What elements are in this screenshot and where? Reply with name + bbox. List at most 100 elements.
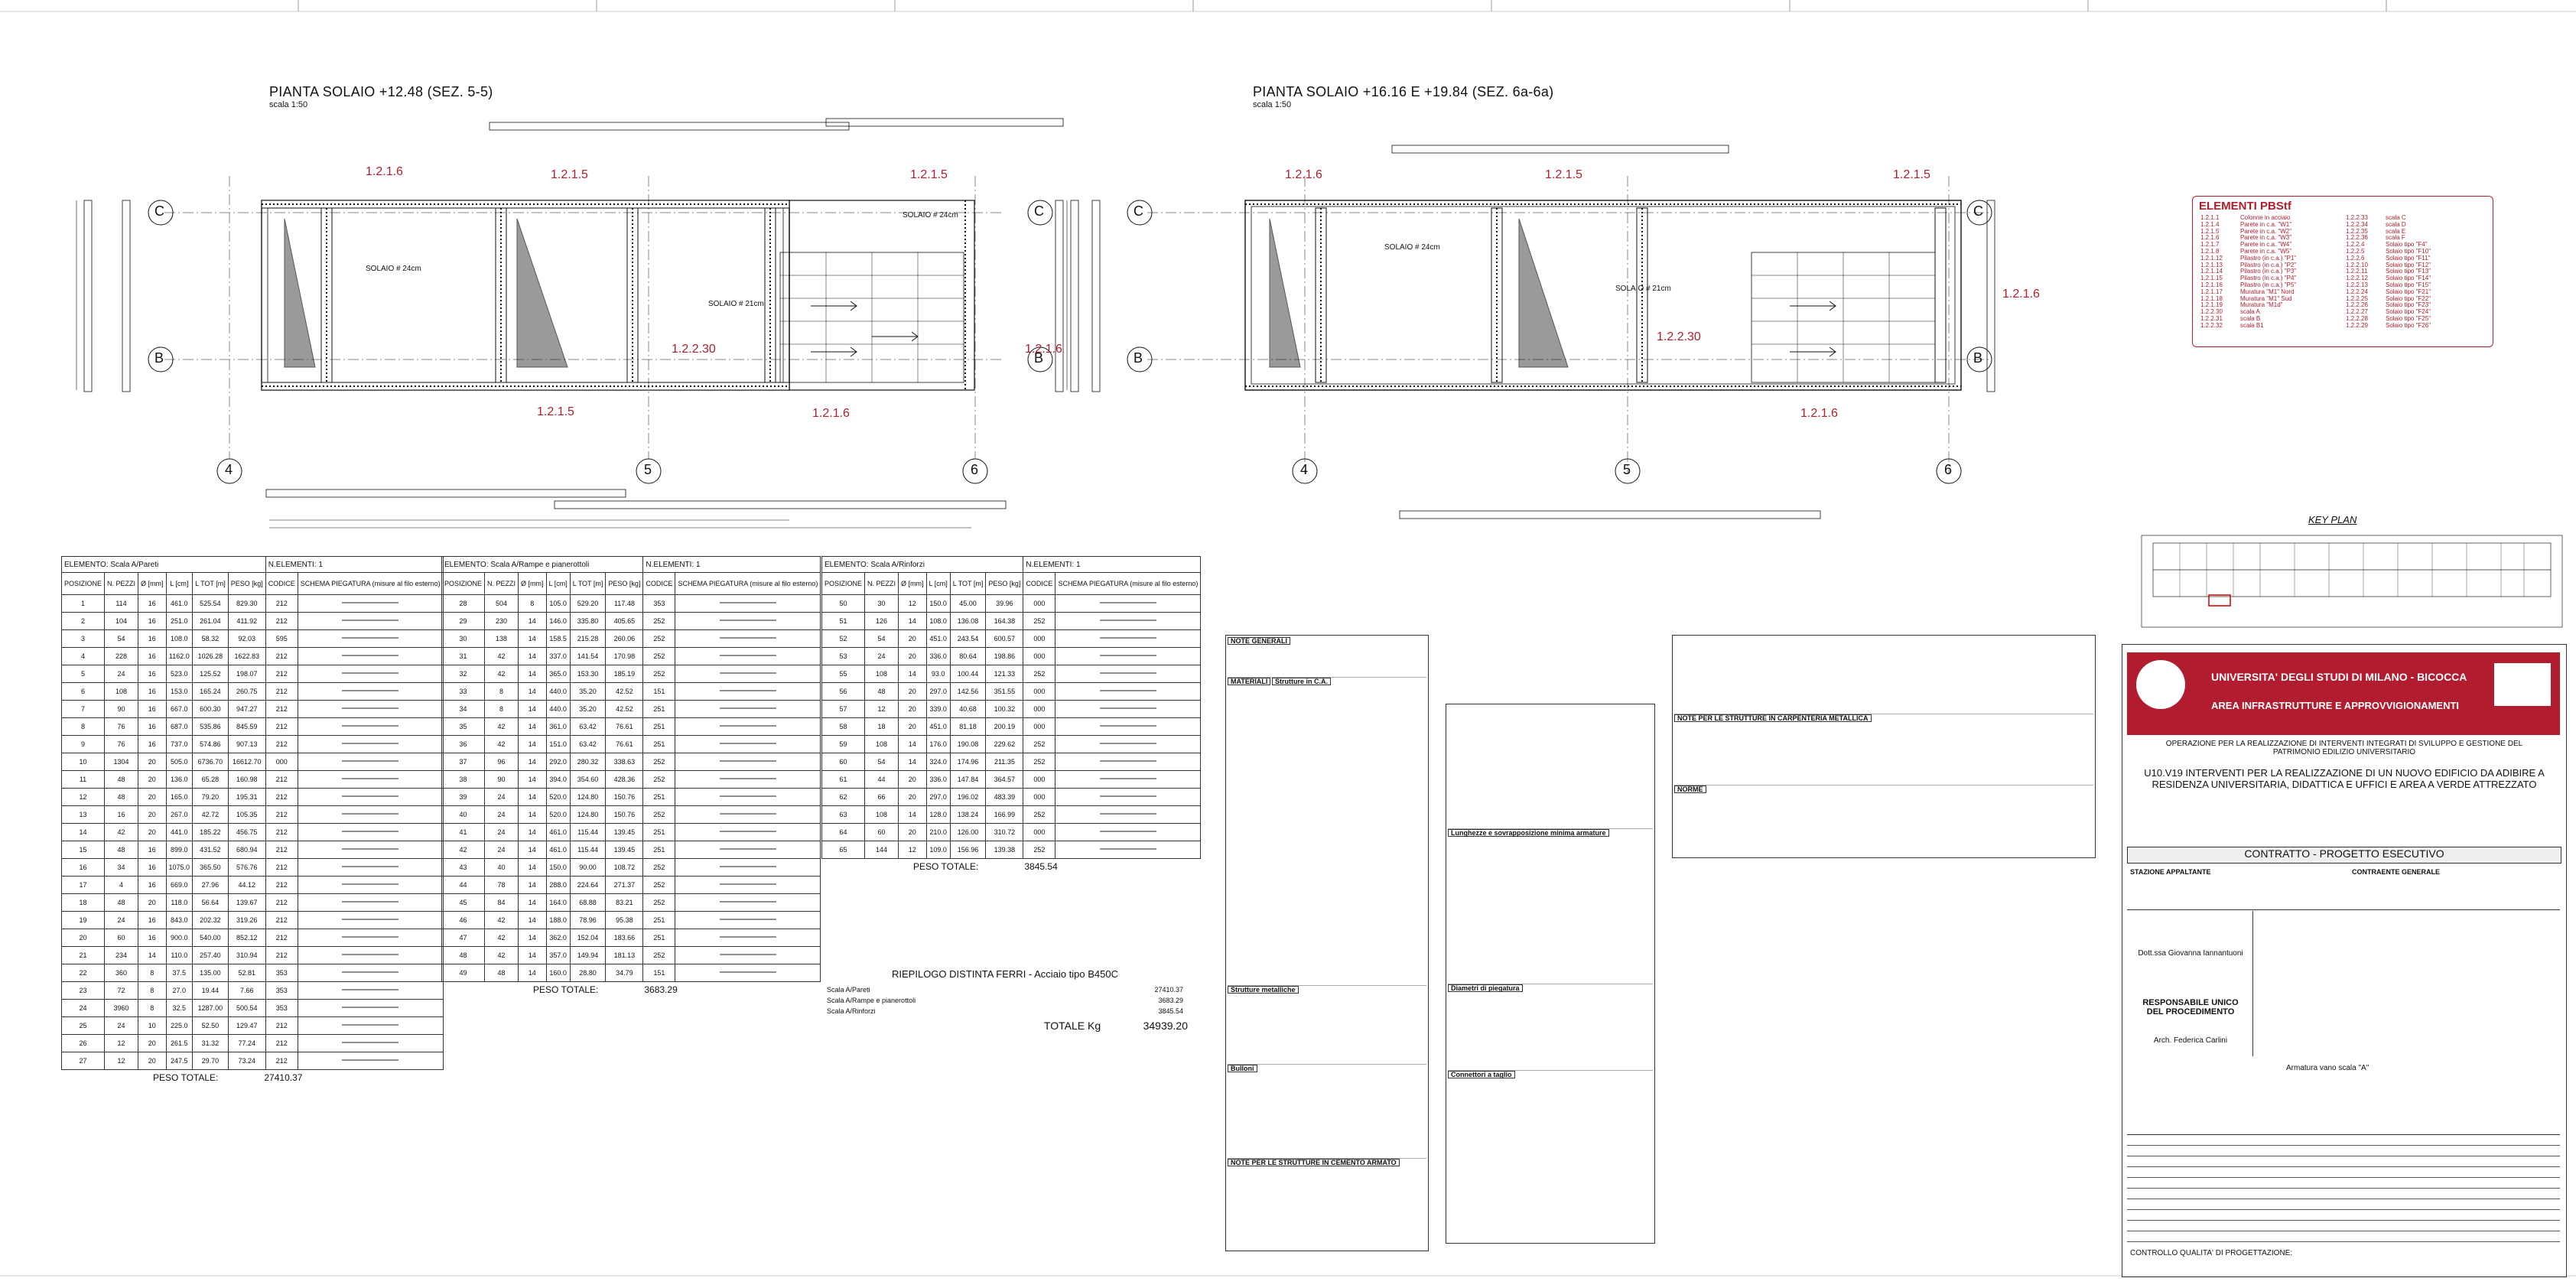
legend-code: 1.2.2.31 bbox=[2200, 314, 2223, 322]
table-cell: 451.0 bbox=[925, 629, 951, 648]
legend-code: 1.2.1.18 bbox=[2200, 294, 2223, 302]
table-cell: 65 bbox=[821, 841, 866, 859]
table-cell: 16 bbox=[104, 805, 139, 824]
table-cell: 252 bbox=[1023, 805, 1056, 824]
table-cell: 251.0 bbox=[165, 612, 194, 630]
table-cell: 44 bbox=[864, 770, 899, 789]
table-cell: 158.5 bbox=[545, 629, 571, 648]
table-cell: 523.0 bbox=[165, 665, 194, 683]
table-header: L [cm] bbox=[545, 572, 571, 595]
table-cell: 35 bbox=[441, 717, 486, 736]
tb-divider bbox=[2252, 911, 2253, 1056]
legend-desc: Muratura "M1d" bbox=[2240, 301, 2283, 309]
table-cell: 252 bbox=[1023, 841, 1056, 859]
table-cell: 11 bbox=[60, 770, 106, 789]
table-cell: 128.0 bbox=[925, 805, 951, 824]
table-cell: 1026.28 bbox=[192, 647, 229, 665]
table-cell: 66 bbox=[864, 788, 899, 806]
bend-schema bbox=[675, 629, 821, 648]
table-cell: 267.0 bbox=[165, 805, 194, 824]
axis-label: C bbox=[154, 203, 164, 219]
bend-schema bbox=[1055, 700, 1202, 718]
bend-schema bbox=[1055, 770, 1202, 789]
table-cell: 35.20 bbox=[569, 700, 607, 718]
table-cell: 440.0 bbox=[545, 700, 571, 718]
notes-heading: Bulloni bbox=[1228, 1065, 1257, 1072]
tb-contract: CONTRATTO - PROGETTO ESECUTIVO bbox=[2127, 847, 2561, 864]
tb-logo bbox=[2136, 660, 2185, 709]
bend-schema bbox=[675, 964, 821, 982]
legend-code: 1.2.1.4 bbox=[2200, 220, 2220, 228]
table-cell: 257.40 bbox=[192, 946, 229, 964]
table-cell: 63 bbox=[821, 805, 866, 824]
table-cell: 14 bbox=[518, 929, 547, 947]
table-cell: 20 bbox=[898, 717, 927, 736]
bend-schema bbox=[675, 717, 821, 736]
plan-label: 1.2.1.5 bbox=[1893, 168, 1930, 181]
table-cell: 37.5 bbox=[165, 964, 194, 982]
table-cell: 310.94 bbox=[227, 946, 266, 964]
bend-schema bbox=[297, 841, 444, 859]
plan-label: 1.2.1.6 bbox=[1025, 343, 1062, 356]
tb-referee: Dott.ssa Giovanna Iannantuoni bbox=[2138, 949, 2243, 958]
legend-code: 1.2.2.30 bbox=[2200, 308, 2223, 316]
table-cell: 8 bbox=[484, 700, 519, 718]
table-cell: 14 bbox=[518, 805, 547, 824]
table-cell: 8 bbox=[484, 682, 519, 701]
table-cell: 252 bbox=[642, 665, 676, 683]
table-cell: 90 bbox=[484, 770, 519, 789]
legend-desc: Solaio tipo "F25" bbox=[2386, 314, 2431, 322]
legend-desc: Parete in c.a. "W4" bbox=[2240, 241, 2292, 249]
table-cell: 77.24 bbox=[227, 1034, 266, 1052]
table-header: L [cm] bbox=[165, 572, 194, 595]
axis-label: 4 bbox=[1300, 462, 1309, 477]
bend-schema bbox=[1055, 788, 1202, 806]
table-cell: 16 bbox=[138, 647, 167, 665]
table-cell: 76.61 bbox=[605, 735, 644, 753]
table-cell: 114 bbox=[104, 594, 139, 613]
tb-divider bbox=[2127, 909, 2560, 910]
table-header: SCHEMA PIEGATURA (misure al filo esterno… bbox=[297, 572, 444, 595]
table-header: SCHEMA PIEGATURA (misure al filo esterno… bbox=[1055, 572, 1202, 595]
table-cell: 30 bbox=[441, 629, 486, 648]
table-cell: 56.64 bbox=[192, 893, 229, 912]
table-cell: 14 bbox=[518, 946, 547, 964]
table-cell: 14 bbox=[518, 876, 547, 894]
bend-schema bbox=[297, 805, 444, 824]
legend-code: 1.2.1.17 bbox=[2200, 288, 2223, 295]
table-header: N. PEZZI bbox=[104, 572, 139, 595]
table-cell: 115.44 bbox=[569, 841, 607, 859]
table-cell: 899.0 bbox=[165, 841, 194, 859]
table-cell: 829.30 bbox=[227, 594, 266, 613]
table-cell: 353 bbox=[265, 964, 298, 982]
bend-schema bbox=[675, 700, 821, 718]
table-cell: 261.5 bbox=[165, 1034, 194, 1052]
table-cell: 3 bbox=[60, 629, 106, 648]
table-cell: 33 bbox=[441, 682, 486, 701]
table-cell: 20 bbox=[898, 682, 927, 701]
table-header: POSIZIONE bbox=[60, 572, 106, 595]
table-cell: 76.61 bbox=[605, 717, 644, 736]
table-cell: 14 bbox=[138, 946, 167, 964]
table-cell: 160.98 bbox=[227, 770, 266, 789]
table-cell: 292.0 bbox=[545, 753, 571, 771]
table-cell: 185.22 bbox=[192, 823, 229, 841]
table-cell: 24 bbox=[484, 823, 519, 841]
